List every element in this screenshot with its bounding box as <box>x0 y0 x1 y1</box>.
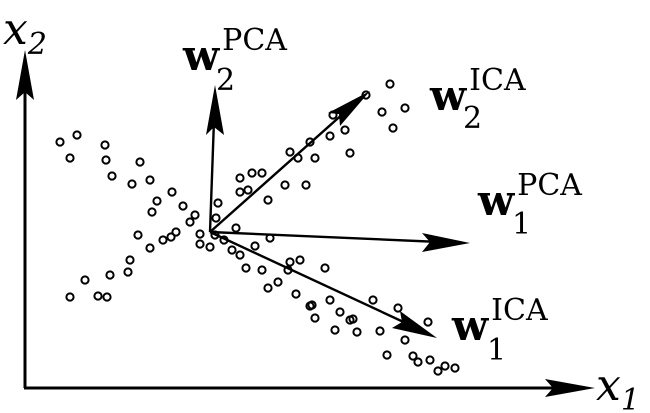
scatter-point <box>93 291 103 301</box>
vector-w1-ica <box>209 230 437 338</box>
scatter-point <box>158 235 168 245</box>
scatter-point <box>227 245 237 255</box>
scatter-point <box>250 241 260 251</box>
scatter-point <box>80 275 90 285</box>
scatter-point <box>167 187 177 197</box>
scatter-point <box>325 131 335 141</box>
scatter-point <box>263 195 273 205</box>
scatter-point <box>400 335 410 345</box>
scatter-point <box>152 196 162 206</box>
y-axis-arrowhead <box>16 50 34 100</box>
scatter-point <box>65 153 75 163</box>
scatter-point <box>178 201 188 211</box>
scatter-point <box>440 361 450 371</box>
scatter-point <box>171 227 181 237</box>
scatter-point <box>285 257 295 267</box>
scatter-point <box>213 198 223 208</box>
scatter-point <box>145 175 155 185</box>
scatter-point <box>385 79 395 89</box>
scatter-point <box>195 239 205 249</box>
scatter-point <box>107 171 117 181</box>
scatter-point <box>65 292 75 302</box>
scatter-point <box>257 168 267 178</box>
scatter-point <box>231 223 241 233</box>
scatter-point <box>375 326 385 336</box>
scatter-point <box>280 180 290 190</box>
scatter-point <box>305 137 315 147</box>
scatter-point <box>433 366 443 376</box>
scatter-point <box>55 137 65 147</box>
scatter-point <box>273 277 283 287</box>
scatter-point <box>263 283 273 293</box>
scatter-point <box>235 173 245 183</box>
scatter-point <box>235 187 245 197</box>
scatter-point <box>335 307 345 317</box>
scatter-point <box>101 155 111 165</box>
scatter-point <box>125 255 135 265</box>
scatter-point <box>166 232 176 242</box>
vector-w2-ica <box>209 91 370 233</box>
scatter-point <box>295 255 305 265</box>
scatter-point <box>205 242 215 252</box>
scatter-point <box>305 301 315 311</box>
scatter-point <box>185 217 195 227</box>
scatter-point <box>368 295 378 305</box>
scatter-point <box>102 292 112 302</box>
scatter-point <box>377 107 387 117</box>
scatter-point <box>147 207 157 217</box>
scatter-point <box>247 168 257 178</box>
scatter-point <box>105 270 115 280</box>
y-axis-label: x2 <box>3 4 47 62</box>
scatter-point <box>211 213 221 223</box>
scatter-point <box>190 210 200 220</box>
scatter-point <box>133 230 143 240</box>
scatter-point <box>301 180 311 190</box>
scatter-point <box>135 157 145 167</box>
scatter-point <box>72 130 82 140</box>
scatter-point <box>388 123 398 133</box>
scatter-point <box>330 325 340 335</box>
scatter-point <box>345 148 355 158</box>
x-axis-label: x1 <box>596 360 640 413</box>
scatter-point <box>325 295 335 305</box>
scatter-point <box>408 351 418 361</box>
scatter-point <box>423 317 433 327</box>
scatter-point <box>345 315 355 325</box>
scatter-point <box>235 250 245 260</box>
scatter-point <box>145 243 155 253</box>
vector-w2-pca <box>206 85 224 233</box>
scatter-point <box>123 267 133 277</box>
scatter-point <box>310 313 320 323</box>
scatter-point <box>450 363 460 373</box>
scatter-point <box>393 303 403 313</box>
scatter-point <box>285 147 295 157</box>
scatter-point <box>243 185 253 195</box>
scatter-points <box>55 79 460 376</box>
scatter-point <box>310 153 320 163</box>
scatter-point <box>257 265 267 275</box>
vector-w1-pca <box>209 230 470 252</box>
scatter-point <box>100 140 110 150</box>
scatter-point <box>127 179 137 189</box>
scatter-point <box>291 289 301 299</box>
scatter-point <box>413 357 423 367</box>
scatter-point <box>320 263 330 273</box>
scatter-point <box>382 350 392 360</box>
scatter-point <box>400 103 410 113</box>
x-axis-arrowhead <box>545 379 595 397</box>
scatter-point <box>241 263 251 273</box>
scatter-point <box>352 327 362 337</box>
scatter-point <box>195 229 205 239</box>
scatter-point <box>340 125 350 135</box>
scatter-point <box>425 355 435 365</box>
